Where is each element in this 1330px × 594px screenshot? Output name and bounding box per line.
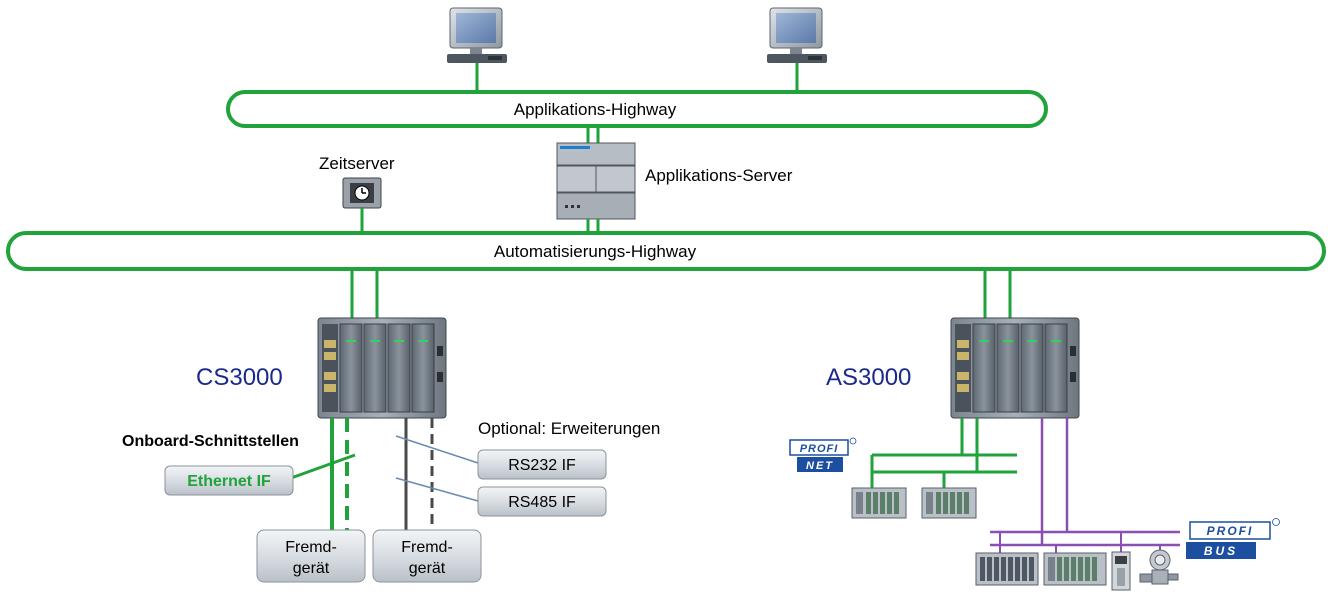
rs232-if-box: RS232 IF: [477, 449, 607, 480]
foreign-device-1: Fremd- gerät: [256, 529, 366, 583]
automation-highway: [6, 231, 1326, 271]
application-highway: [226, 90, 1048, 128]
rs485-if-box: RS485 IF: [477, 486, 607, 517]
cs3000-label: CS3000: [196, 364, 283, 391]
foreign-device-2: Fremd- gerät: [372, 529, 482, 583]
profinet-logo-top: PROFI: [800, 443, 839, 455]
profibus-logo-bottom: BUS: [1204, 544, 1238, 558]
foreign-device-2-line2: gerät: [409, 560, 446, 577]
workstation-left-icon: [447, 7, 507, 63]
automation-highway-label: Automatisierungs-Highway: [494, 242, 697, 261]
profibus-io-device-2-icon: [1043, 552, 1107, 586]
optional-extensions-heading: Optional: Erweiterungen: [478, 419, 660, 438]
onboard-interfaces-heading: Onboard-Schnittstellen: [122, 433, 299, 450]
foreign-device-1-line1: Fremd-: [285, 539, 337, 556]
application-server-label: Applikations-Server: [645, 166, 793, 185]
application-server-icon: [556, 142, 636, 220]
as3000-controller-icon: [950, 317, 1080, 419]
application-highway-label: Applikations-Highway: [514, 100, 677, 119]
foreign-device-1-line2: gerät: [293, 560, 330, 577]
profinet-io-device-1-icon: [851, 487, 907, 519]
profinet-io-device-2-icon: [921, 487, 977, 519]
profinet-network: [870, 418, 1017, 488]
as3000-label: AS3000: [826, 364, 911, 391]
rs485-if-label: RS485 IF: [508, 494, 576, 511]
foreign-device-2-line1: Fremd-: [401, 539, 453, 556]
profibus-drive-icon: [1111, 551, 1131, 591]
profibus-io-device-1-icon: [975, 552, 1039, 586]
workstation-right-icon: [767, 7, 827, 63]
time-server-label: Zeitserver: [319, 154, 395, 173]
profibus-transmitter-icon: [1139, 549, 1179, 585]
profibus-logo: PROFI BUS: [1186, 518, 1280, 559]
ethernet-if-box: Ethernet IF: [164, 465, 294, 496]
profinet-logo-bottom: NET: [806, 460, 834, 472]
profibus-network: [990, 418, 1180, 553]
cs3000-controller-icon: [317, 317, 447, 419]
time-server-icon: [342, 177, 382, 209]
rs232-if-label: RS232 IF: [508, 457, 576, 474]
profibus-logo-top: PROFI: [1207, 524, 1254, 538]
profinet-logo: PROFI NET: [789, 437, 857, 472]
ethernet-if-label: Ethernet IF: [187, 473, 271, 490]
